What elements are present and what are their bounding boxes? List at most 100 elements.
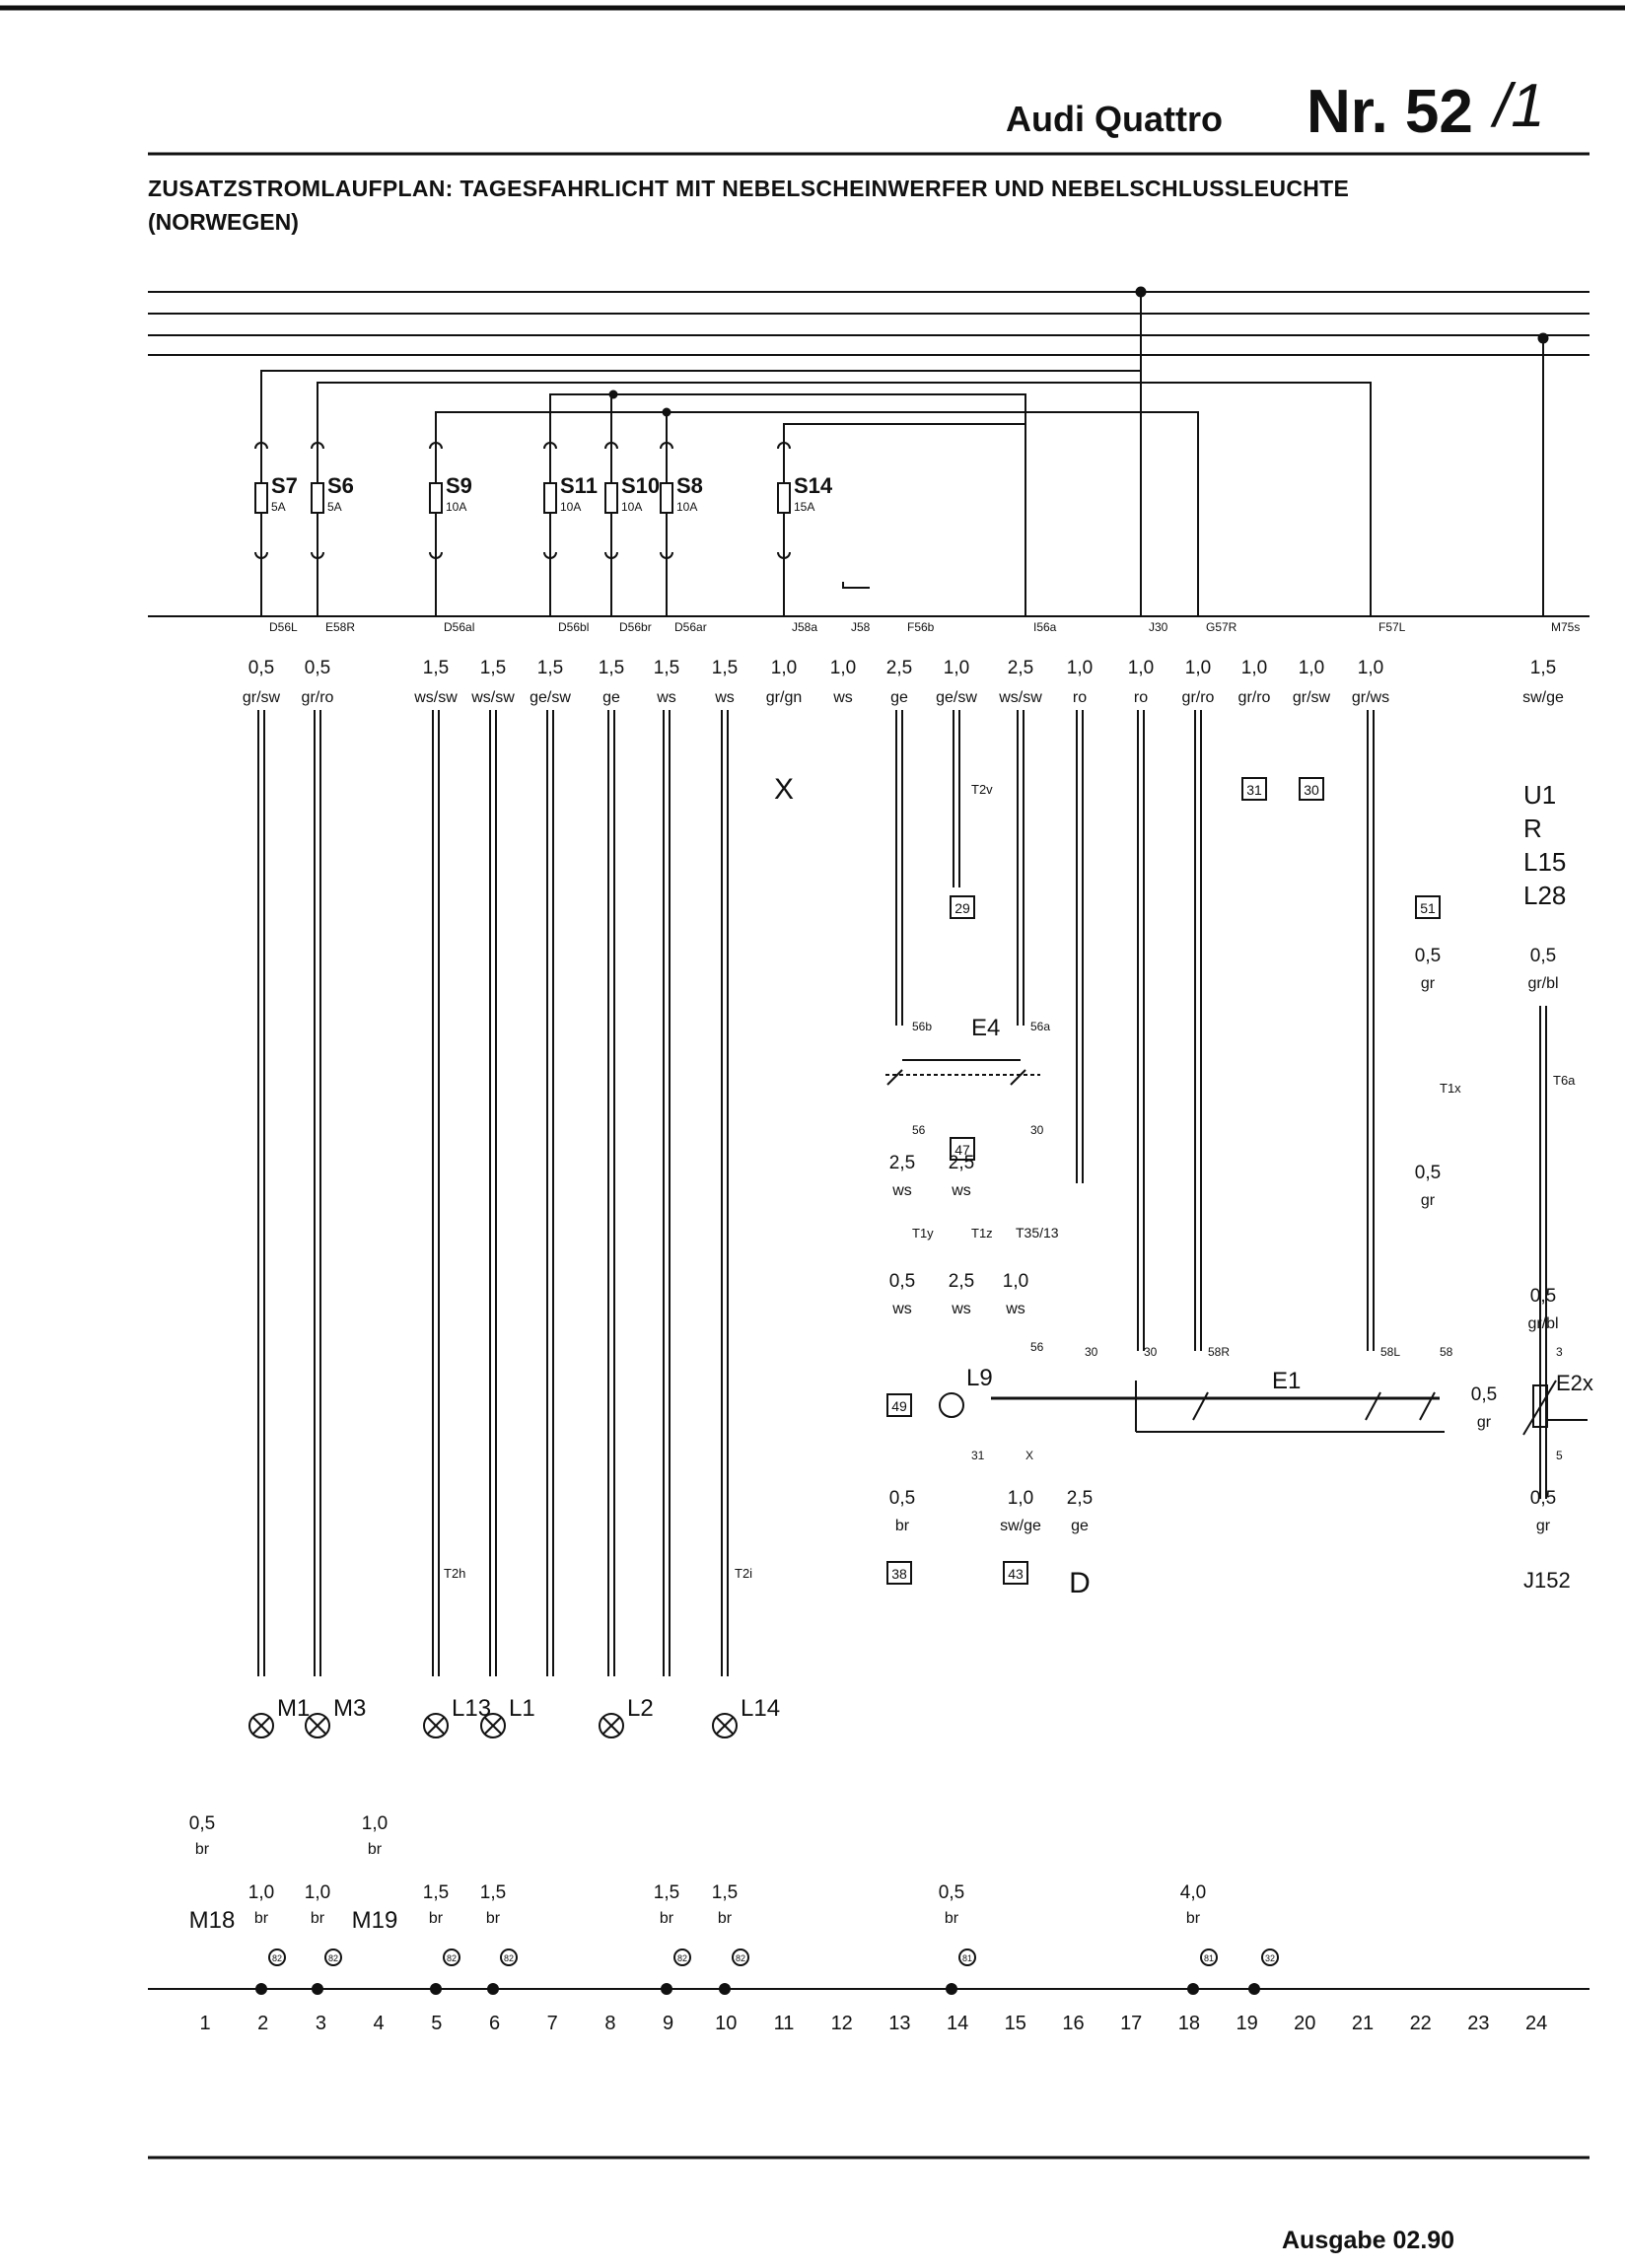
grid-number: 22: [1410, 2013, 1432, 2034]
ground-dot: [661, 1983, 672, 1995]
connector-label: E58R: [325, 620, 355, 634]
t2v-label: T2v: [971, 782, 993, 797]
mid-wire-size: 2,5: [1067, 1488, 1093, 1509]
wire-size: 1,0: [1067, 658, 1093, 678]
lamp-l9-label: L9: [966, 1365, 993, 1391]
lamp-cross: [427, 1717, 445, 1735]
wire-size: 1,0: [1358, 658, 1383, 678]
mid-wire-color: gr/bl: [1527, 975, 1558, 992]
switch-e1: [991, 1381, 1445, 1433]
t1y-label: T1y: [912, 1226, 934, 1240]
lamp-cross: [716, 1717, 734, 1735]
fuse-label: S7: [271, 473, 298, 498]
ref-box: [886, 1561, 912, 1585]
bottom-wire-size: 0,5: [939, 1882, 964, 1903]
grid-number: 21: [1352, 2013, 1374, 2034]
ground-label: 32: [1265, 1953, 1275, 1963]
bottom-wire-color: br: [368, 1841, 383, 1858]
ground-m18-label: M18: [189, 1907, 236, 1934]
lamp-cross: [602, 1717, 620, 1735]
mid-wire-color: gr: [1477, 1414, 1492, 1431]
mid-wire-size: 2,5: [889, 1153, 915, 1173]
bottom-wire-color: br: [1186, 1910, 1201, 1927]
connector-label: D56al: [444, 620, 474, 634]
ground-circle: [443, 1949, 460, 1966]
bottom-wire-size: 1,5: [654, 1882, 679, 1903]
bottom-wire-color: br: [429, 1910, 444, 1927]
ref-box-label: 47: [954, 1142, 970, 1158]
ground-label: 81: [1204, 1953, 1214, 1963]
wire-size: 1,0: [1185, 658, 1211, 678]
terminal-label: 58R: [1208, 1345, 1230, 1359]
grid-number: 3: [316, 2013, 326, 2034]
ground-dot: [1187, 1983, 1199, 1995]
lamp-label: L13: [452, 1695, 491, 1722]
lamp-label: M1: [277, 1695, 310, 1722]
ground-circle: [732, 1949, 749, 1966]
ref-box: [886, 1393, 912, 1417]
fuse-body: [311, 482, 324, 514]
wire-color: ge: [602, 689, 620, 706]
grid-number: 18: [1178, 2013, 1200, 2034]
fuse-clip: [543, 551, 557, 559]
switch-e4: [885, 1059, 1040, 1086]
ref-box-label: 51: [1420, 900, 1436, 916]
mid-wire-size: 1,0: [1003, 1271, 1028, 1292]
grid-number: 6: [489, 2013, 500, 2034]
bottom-wire-color: br: [195, 1841, 210, 1858]
wire-size: 1,5: [712, 658, 738, 678]
terminal-label: 30: [1144, 1345, 1158, 1359]
lamp-label: L1: [509, 1695, 535, 1722]
connector-label: D56bl: [558, 620, 589, 634]
mid-wire-size: 0,5: [1415, 946, 1441, 966]
lamp-icon: [248, 1713, 274, 1738]
terminal-label: 31: [971, 1449, 985, 1462]
ground-circle: [324, 1949, 342, 1966]
ground-circle: [1261, 1949, 1279, 1966]
mid-wire-color: br: [895, 1518, 910, 1534]
wire-size: 0,5: [248, 658, 274, 678]
wire-size: 1,5: [1530, 658, 1556, 678]
e2x-resistor: [1522, 1380, 1588, 1436]
fuse-feeders: [260, 292, 1544, 616]
mid-wire-color: sw/ge: [1000, 1518, 1041, 1534]
fuse-rating: 10A: [621, 500, 642, 514]
wire-color: ro: [1073, 689, 1087, 706]
wire-size: 1,5: [537, 658, 563, 678]
t35-label: T35/13: [1016, 1225, 1059, 1240]
ground-circle: [500, 1949, 518, 1966]
connector-label: F57L: [1378, 620, 1406, 634]
grid-number: 5: [431, 2013, 442, 2034]
mid-wire-color: ws: [891, 1182, 912, 1199]
ground-label: 82: [447, 1953, 457, 1963]
ref-box: [1241, 777, 1267, 801]
mid-wire-color: gr/bl: [1527, 1315, 1558, 1332]
bottom-wire-size: 1,0: [305, 1882, 330, 1903]
fuse-body: [429, 482, 443, 514]
wire-size: 2,5: [886, 658, 912, 678]
mid-wire-size: 0,5: [1530, 1488, 1556, 1509]
bottom-wire-size: 1,5: [423, 1882, 449, 1903]
wire-color: gr/ro: [1182, 689, 1215, 706]
wire-size: 1,0: [1299, 658, 1324, 678]
diagram-subtitle: (NORWEGEN): [148, 209, 299, 235]
fuse-label: S11: [560, 473, 598, 498]
ground-dot: [430, 1983, 442, 1995]
fuse-body: [254, 482, 268, 514]
connector-label: F56b: [907, 620, 935, 634]
terminal-label: 56a: [1030, 1020, 1050, 1033]
mid-wire-color: ge: [1071, 1518, 1089, 1534]
terminal-label: 58: [1440, 1345, 1453, 1359]
mid-wire-size: 0,5: [1530, 946, 1556, 966]
wire-size: 1,5: [654, 658, 679, 678]
j152-label: J152: [1523, 1568, 1571, 1593]
bottom-wire-color: br: [945, 1910, 959, 1927]
connector-label: D56ar: [674, 620, 707, 634]
bus-lines: [148, 291, 1590, 1990]
grid-number: 20: [1294, 2013, 1315, 2034]
fuse-clip: [543, 442, 557, 450]
grid-number: 11: [774, 2013, 795, 2034]
lamp-icon: [599, 1713, 624, 1738]
connector-label: M75s: [1551, 620, 1580, 634]
mid-wire-color: gr: [1536, 1518, 1551, 1534]
